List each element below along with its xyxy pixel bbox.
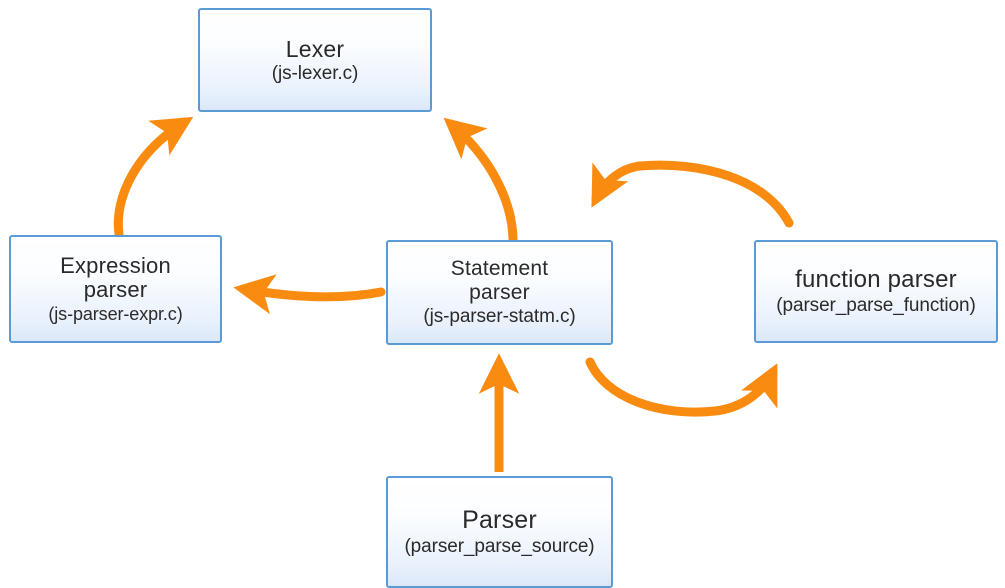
node-function-parser-title: function parser bbox=[795, 266, 957, 294]
node-expression-parser-subtitle: (js-parser-expr.c) bbox=[48, 303, 183, 324]
node-expression-parser-title-line2: parser bbox=[83, 277, 148, 303]
arrow-statement-parser-to-expression-parser bbox=[233, 274, 386, 315]
node-lexer-title: Lexer bbox=[285, 35, 345, 62]
arrow-statement-parser-to-lexer bbox=[443, 117, 518, 244]
arrow-expression-parser-to-lexer bbox=[113, 116, 194, 239]
node-statement-parser-subtitle: (js-parser-statm.c) bbox=[423, 306, 576, 328]
node-statement-parser-title-line1: Statement bbox=[450, 257, 549, 281]
node-statement-parser[interactable]: Statement parser (js-parser-statm.c) bbox=[386, 240, 613, 345]
node-function-parser[interactable]: function parser (parser_parse_function) bbox=[754, 240, 998, 343]
node-function-parser-subtitle: (parser_parse_function) bbox=[776, 294, 976, 316]
node-statement-parser-title-line2: parser bbox=[469, 281, 530, 305]
node-lexer[interactable]: Lexer (js-lexer.c) bbox=[198, 8, 432, 112]
node-expression-parser-title-line1: Expression bbox=[60, 252, 171, 278]
node-parser-title: Parser bbox=[462, 506, 537, 535]
node-lexer-subtitle: (js-lexer.c) bbox=[271, 62, 359, 84]
node-expression-parser[interactable]: Expression parser (js-parser-expr.c) bbox=[9, 235, 222, 343]
arrow-function-parser-to-statement-parser bbox=[591, 160, 794, 228]
node-parser[interactable]: Parser (parser_parse_source) bbox=[386, 476, 613, 588]
node-parser-subtitle: (parser_parse_source) bbox=[404, 535, 595, 557]
arrow-statement-parser-to-function-parser bbox=[585, 357, 778, 417]
